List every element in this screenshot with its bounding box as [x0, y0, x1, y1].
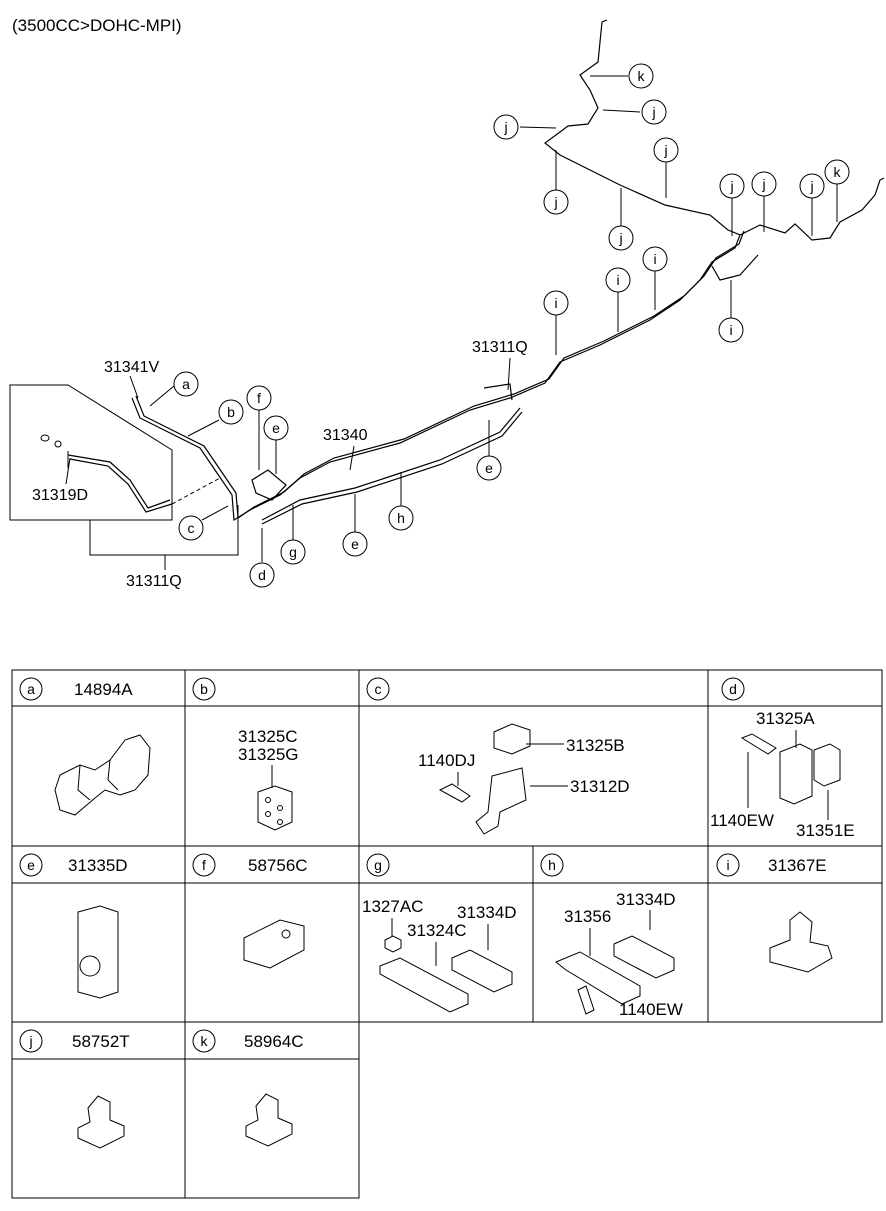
clip-31367e-illustration	[769, 911, 833, 973]
label-31341v: 31341V	[104, 359, 159, 376]
callout-j-4: j	[663, 142, 667, 158]
diagram-title: (3500CC>DOHC-MPI)	[12, 16, 182, 35]
bolt-1140ew-illustration	[740, 733, 777, 755]
callout-j-2: j	[503, 119, 507, 135]
cell-b-item-2: 31325G	[238, 745, 299, 764]
clip-58752t-illustration	[77, 1095, 125, 1149]
cell-i: i 31367E	[716, 853, 833, 973]
callout-i-2: i	[616, 272, 619, 288]
cell-h-item-3: 1140EW	[619, 1000, 683, 1019]
callout-d: d	[258, 567, 266, 583]
cell-c-item-1: 1140DJ	[418, 751, 475, 770]
callout-j-5: j	[618, 230, 622, 246]
clip-58756c-illustration	[243, 919, 305, 969]
cell-j: j 58752T	[19, 1029, 130, 1149]
clip-58964c-illustration	[245, 1093, 293, 1147]
callout-b: b	[227, 404, 235, 420]
cell-e-part: 31335D	[68, 856, 128, 875]
cell-h-letter: h	[548, 857, 556, 873]
callout-j-7: j	[761, 176, 765, 192]
callout-i-4: i	[729, 322, 732, 338]
clamp-31351e-illustration	[813, 743, 841, 787]
cell-f-part: 58756C	[248, 856, 308, 875]
cell-k: k 58964C	[192, 1029, 304, 1147]
cell-b-letter: b	[200, 681, 208, 697]
cell-j-letter: j	[28, 1033, 32, 1049]
callout-k-1: k	[638, 68, 646, 84]
cell-h: h 31334D 31356 1140EW	[540, 853, 683, 1019]
cell-c-item-3: 31312D	[570, 777, 630, 796]
cell-h-item-1: 31334D	[616, 890, 676, 909]
cell-f: f 58756C	[192, 853, 308, 969]
overview-callouts: a b c d f e g e h e i i i	[149, 63, 850, 588]
bracket-31324c-illustration	[379, 957, 469, 1013]
cell-d-item-2: 1140EW	[710, 811, 774, 830]
callout-i-1: i	[554, 295, 557, 311]
callout-h: h	[397, 510, 405, 526]
cell-e-letter: e	[27, 857, 35, 873]
clip-14894a-illustration	[54, 734, 151, 816]
inset-detail-31319d	[9, 384, 239, 570]
callout-i-3: i	[653, 251, 656, 267]
cell-g-item-3: 31324C	[407, 921, 467, 940]
cell-i-letter: i	[726, 857, 729, 873]
label-31319d: 31319D	[32, 487, 88, 504]
cell-c-item-2: 31325B	[566, 736, 625, 755]
callout-e-1: e	[272, 420, 280, 436]
cell-h-item-2: 31356	[564, 907, 611, 926]
label-31340: 31340	[323, 427, 368, 444]
cell-c-letter: c	[375, 681, 382, 697]
clamp-31325c-illustration	[257, 785, 293, 831]
clip-31335d-illustration	[77, 905, 119, 999]
callout-g: g	[289, 544, 297, 560]
callout-c: c	[188, 520, 195, 536]
cell-g-item-2: 31334D	[457, 903, 517, 922]
cell-k-part: 58964C	[244, 1032, 304, 1051]
clamp-31325b-illustration	[493, 723, 531, 755]
cell-j-part: 58752T	[72, 1032, 130, 1051]
callout-f: f	[257, 390, 261, 406]
callout-j-3: j	[651, 104, 655, 120]
cell-d-item-3: 31351E	[796, 821, 855, 840]
callout-e-2: e	[351, 536, 359, 552]
bolt-1140ew-h-illustration	[577, 985, 595, 1015]
cell-d-item-1: 31325A	[756, 709, 815, 728]
cell-b-item-1: 31325C	[238, 727, 298, 746]
clamp-31334d-h-illustration	[613, 935, 675, 979]
callout-k-2: k	[834, 164, 842, 180]
callout-j-1: j	[553, 194, 557, 210]
cell-d: d 31325A 1140EW 31351E	[710, 677, 855, 840]
overview-part-labels: 31341V 31319D 31311Q 31340 31311Q	[32, 339, 528, 590]
cell-c: c 1140DJ 31325B 31312D	[366, 677, 630, 835]
cell-f-letter: f	[202, 857, 206, 873]
cell-k-letter: k	[201, 1033, 209, 1049]
cell-b: b 31325C 31325G	[192, 677, 299, 831]
callout-e-3: e	[485, 460, 493, 476]
clamp-31325a-illustration	[779, 743, 813, 805]
callout-j-6: j	[729, 178, 733, 194]
clamp-31334d-illustration	[451, 949, 513, 993]
bracket-31356-illustration	[555, 951, 641, 1005]
cell-g: g 1327AC 31334D 31324C	[362, 853, 517, 1013]
bolt-1140dj-illustration	[438, 783, 471, 803]
callout-j-8: j	[809, 178, 813, 194]
label-31311q-top: 31311Q	[472, 339, 528, 356]
label-31311q-bottom: 31311Q	[126, 573, 182, 590]
cell-a-letter: a	[27, 681, 35, 697]
bracket-31312d-illustration	[475, 767, 527, 835]
cell-g-letter: g	[374, 857, 382, 873]
parts-table	[11, 669, 883, 1199]
cell-e: e 31335D	[19, 853, 128, 999]
fuel-line-assembly	[131, 19, 885, 525]
cell-i-part: 31367E	[768, 856, 827, 875]
cell-a-part: 14894A	[74, 680, 133, 699]
callout-a: a	[182, 376, 190, 392]
cell-a: a 14894A	[19, 677, 151, 816]
nut-1327ac-illustration	[384, 935, 402, 953]
cell-g-item-1: 1327AC	[362, 897, 423, 916]
cell-d-letter: d	[729, 681, 737, 697]
